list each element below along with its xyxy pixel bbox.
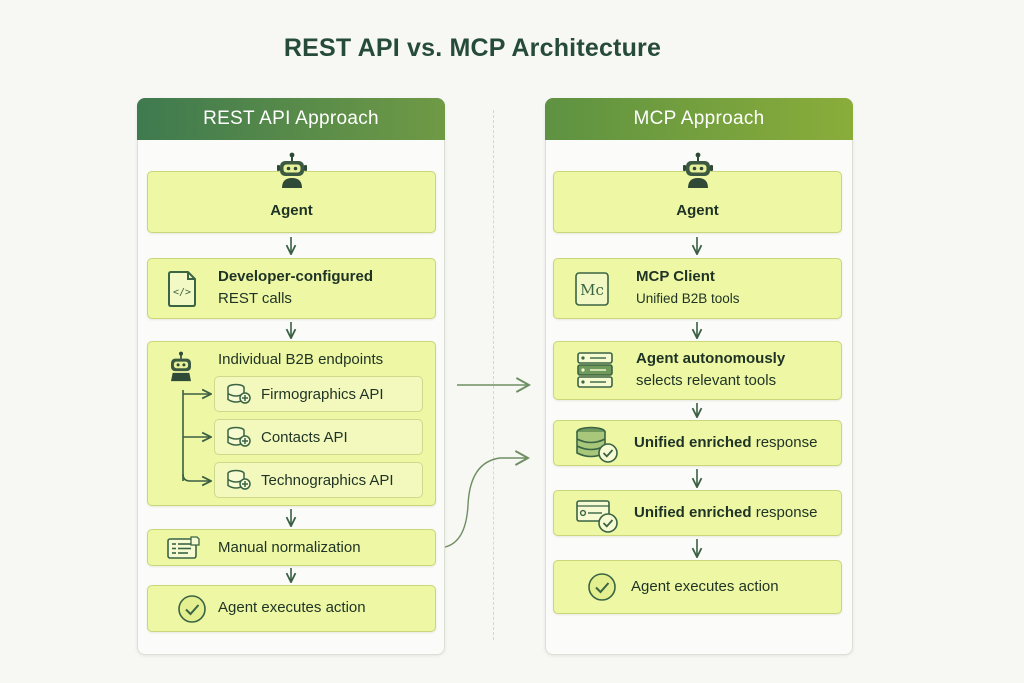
mcp-execute-label: Agent executes action <box>631 578 779 595</box>
rest-configured-line2: REST calls <box>218 290 292 307</box>
mcp-select-box: Agent autonomously selects relevant tool… <box>553 341 842 400</box>
mcp-agent-box: Agent <box>553 152 842 233</box>
cross-panel-arrows <box>444 377 532 548</box>
rest-configured-box: </> Developer-configured REST calls <box>147 258 436 319</box>
rest-normalization-label: Manual normalization <box>218 539 361 556</box>
rest-agent-label: Agent <box>270 202 313 219</box>
mcp-client-title: MCP Client <box>636 268 715 285</box>
rest-endpoints-label: Individual B2B endpoints <box>218 351 384 368</box>
mc-logo-icon: Mc <box>575 272 609 306</box>
svg-text:</>: </> <box>173 287 191 298</box>
rest-panel-header: REST API Approach <box>137 98 445 140</box>
robot-icon <box>171 351 191 382</box>
rest-execute-label: Agent executes action <box>218 599 366 616</box>
server-stack-icon <box>577 352 613 388</box>
robot-icon <box>277 152 307 188</box>
endpoint-firmographics: Firmographics API <box>214 376 423 412</box>
endpoint-technographics: Technographics API <box>214 462 423 498</box>
window-check-icon <box>576 500 618 533</box>
mcp-response1-box: Unified enriched response <box>553 420 842 466</box>
mcp-response2-strong: Unified enriched <box>634 504 752 521</box>
rest-normalization-box: Manual normalization <box>147 529 436 566</box>
database-plus-icon <box>227 383 251 404</box>
database-plus-icon <box>227 469 251 490</box>
endpoint-label: Technographics API <box>261 471 394 489</box>
mcp-client-box: Mc MCP Client Unified B2B tools <box>553 258 842 319</box>
mcp-response1-strong: Unified enriched <box>634 434 752 451</box>
mcp-client-subtitle: Unified B2B tools <box>636 291 740 306</box>
rest-agent-box: Agent <box>147 152 436 233</box>
endpoint-label: Contacts API <box>261 428 348 446</box>
check-circle-icon <box>588 573 616 601</box>
mcp-agent-label: Agent <box>676 202 719 219</box>
mcp-select-line1: Agent autonomously <box>636 350 786 367</box>
svg-text:Mc: Mc <box>580 281 604 299</box>
check-circle-icon <box>178 595 206 623</box>
mcp-response2-box: Unified enriched response <box>553 490 842 536</box>
document-list-icon <box>167 536 200 559</box>
mcp-execute-box: Agent executes action <box>553 560 842 614</box>
mcp-response2-rest: response <box>751 504 818 521</box>
code-file-icon: </> <box>168 271 196 307</box>
mcp-response1-label: Unified enriched response <box>634 434 817 451</box>
mcp-response1-rest: response <box>751 434 818 451</box>
database-plus-icon <box>227 426 251 447</box>
center-divider <box>493 110 494 640</box>
endpoint-contacts: Contacts API <box>214 419 423 455</box>
mcp-panel-header: MCP Approach <box>545 98 853 140</box>
rest-execute-box: Agent executes action <box>147 585 436 632</box>
endpoint-label: Firmographics API <box>261 385 384 403</box>
mcp-response2-label: Unified enriched response <box>634 504 817 521</box>
robot-icon <box>683 152 713 188</box>
diagram-title: REST API vs. MCP Architecture <box>283 34 662 62</box>
database-check-icon <box>576 426 618 463</box>
rest-configured-line1: Developer-configured <box>218 268 374 285</box>
mcp-select-line2: selects relevant tools <box>636 372 777 389</box>
endpoint-branch-connectors <box>182 390 210 481</box>
